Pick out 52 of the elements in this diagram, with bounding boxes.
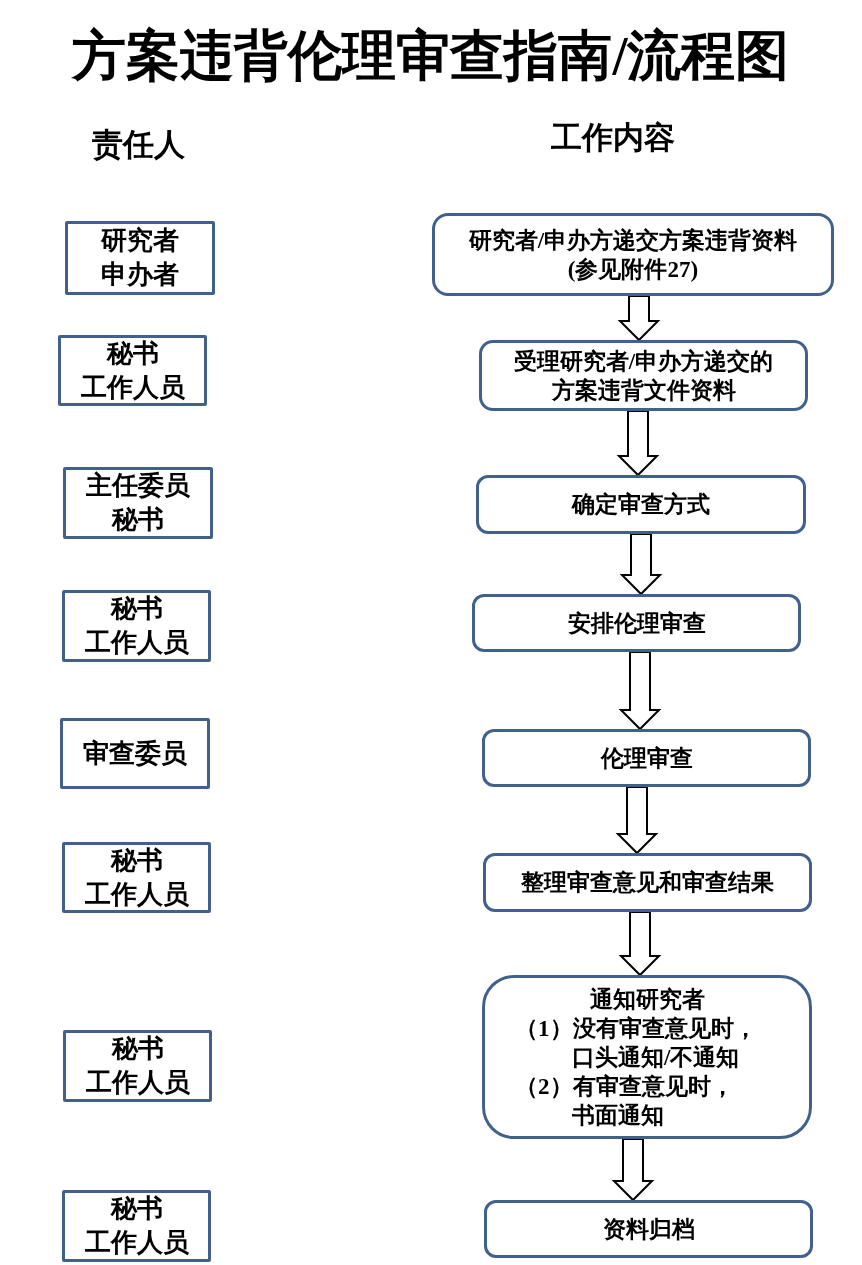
step-box — [479, 340, 808, 411]
role-text: 秘书 — [110, 844, 163, 877]
role-box — [63, 1030, 212, 1102]
role-text: 工作人员 — [84, 878, 189, 911]
step-text: 通知研究者 — [589, 985, 705, 1014]
step-box — [484, 1200, 813, 1258]
role-box — [63, 467, 213, 539]
role-box — [58, 335, 207, 406]
role-text: 工作人员 — [84, 627, 189, 659]
block-arrow — [616, 410, 660, 477]
role-text: 研究者 — [101, 225, 179, 257]
role-text: 工作人员 — [80, 371, 185, 404]
step-text: 受理研究者/申办方递交的方案违背文件资料 — [512, 347, 775, 405]
role-text: 秘书 — [106, 337, 159, 370]
title: 方案违背伦理审查指南/流程图 — [72, 27, 790, 87]
step-box — [482, 975, 812, 1139]
role-text: 秘书 — [112, 504, 164, 536]
column-heading: 责任人 — [91, 127, 185, 163]
role-text: 申办者 — [101, 259, 179, 291]
block-arrow — [611, 1138, 655, 1202]
role-box — [65, 221, 215, 295]
block-arrow — [618, 651, 662, 731]
role-text: 工作人员 — [84, 1227, 189, 1259]
step-text: 安排伦理审查 — [567, 609, 706, 638]
step-text: (参见附件27) — [567, 255, 699, 284]
list-item: （2）有审查意见时，书面通知 — [515, 1072, 735, 1130]
block-arrow — [617, 295, 661, 342]
step-text: 确定审查方式 — [572, 491, 710, 519]
role-box — [62, 842, 211, 913]
role-text: 秘书 — [111, 1033, 164, 1065]
step-box — [476, 475, 806, 534]
role-text: 秘书 — [110, 1193, 163, 1225]
role-box — [60, 718, 210, 789]
block-arrow — [618, 911, 662, 977]
step-text: 伦理审查 — [600, 744, 693, 773]
step-box — [482, 729, 811, 787]
step-text: 研究者/申办方递交方案违背资料 — [468, 226, 798, 255]
role-box — [62, 590, 211, 662]
step-box — [472, 594, 801, 652]
role-text: 工作人员 — [85, 1067, 190, 1099]
list-item: （1）没有审查意见时，口头通知/不通知 — [515, 1014, 758, 1072]
step-box — [432, 213, 834, 296]
step-box — [483, 853, 812, 912]
role-text: 主任委员 — [86, 470, 190, 502]
step-text: 整理审查意见和审查结果 — [521, 869, 774, 897]
step-text: 资料归档 — [602, 1215, 695, 1244]
block-arrow — [619, 533, 663, 596]
role-text: 秘书 — [110, 593, 163, 625]
block-arrow — [615, 786, 659, 855]
column-heading: 工作内容 — [551, 120, 675, 156]
role-box — [62, 1190, 211, 1262]
role-text: 审查委员 — [83, 737, 187, 770]
